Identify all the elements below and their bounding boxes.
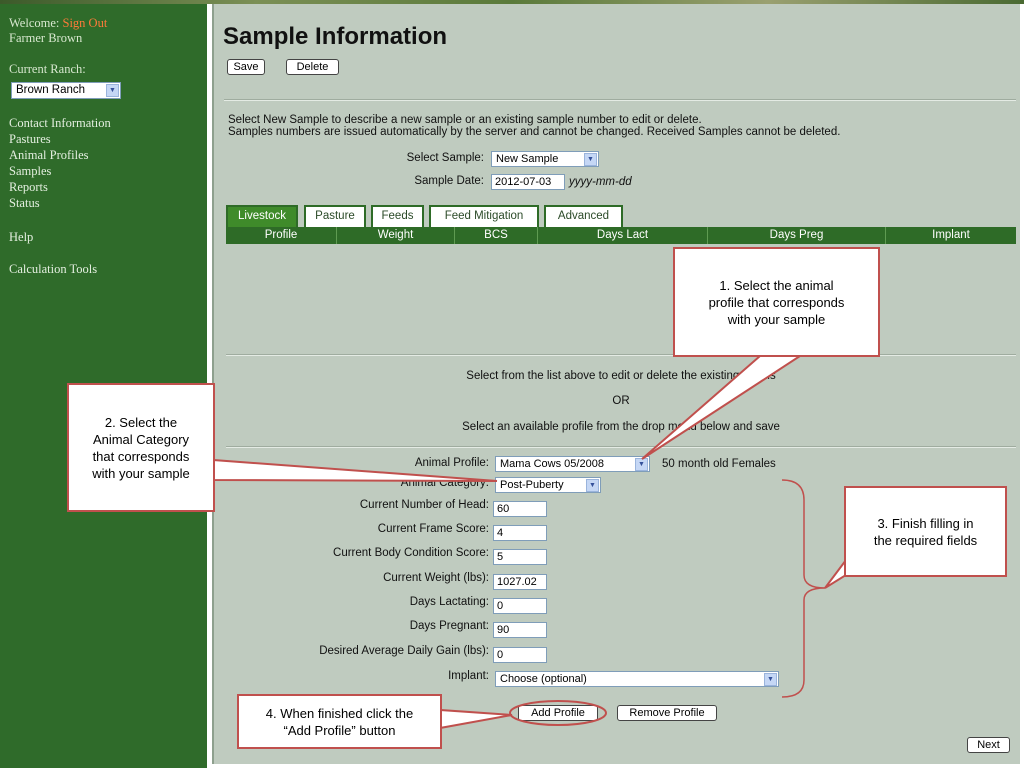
callout-3-text: 3. Finish filling in the required fields — [873, 515, 978, 548]
sidebar-item-reports[interactable]: Reports — [9, 180, 48, 194]
column-header-weight: Weight — [337, 227, 455, 244]
frame-score-input[interactable]: 4 — [493, 525, 547, 541]
current-weight-label: Current Weight (lbs): — [383, 572, 489, 584]
instruction-line-2: Select an available profile from the dro… — [462, 421, 780, 433]
select-sample-label: Select Sample: — [406, 152, 484, 164]
daily-gain-input[interactable]: 0 — [493, 647, 547, 663]
animal-profile-label: Animal Profile: — [414, 457, 489, 469]
top-banner-strip — [0, 0, 1024, 4]
callout-1: 1. Select the animal profile that corres… — [673, 247, 880, 357]
sample-date-label: Sample Date: — [414, 175, 484, 187]
days-pregnant-input[interactable]: 90 — [493, 622, 547, 638]
tab-advanced[interactable]: Advanced — [544, 205, 623, 227]
callout-4-text: 4. When finished click the “Add Profile”… — [265, 705, 414, 738]
animal-profile-value: Mama Cows 05/2008 — [500, 458, 604, 470]
animal-profile-note: 50 month old Females — [662, 458, 776, 470]
animal-category-dropdown[interactable]: Post-Puberty ▼ — [495, 477, 601, 493]
frame-score-label: Current Frame Score: — [377, 523, 489, 535]
animal-profile-dropdown[interactable]: Mama Cows 05/2008 ▼ — [495, 456, 650, 472]
chevron-down-icon: ▼ — [586, 479, 599, 492]
days-pregnant-label: Days Pregnant: — [409, 620, 489, 632]
column-header-profile: Profile — [226, 227, 337, 244]
chevron-down-icon: ▼ — [764, 673, 777, 686]
column-header-implant: Implant — [932, 229, 970, 241]
page-title: Sample Information — [223, 23, 448, 50]
select-sample-value: New Sample — [496, 153, 559, 165]
instruction-or: OR — [612, 395, 630, 407]
callout-1-text: 1. Select the animal profile that corres… — [708, 277, 845, 327]
sidebar-item-status[interactable]: Status — [9, 196, 40, 210]
sidebar-item-calculation-tools[interactable]: Calculation Tools — [9, 262, 98, 276]
instruction-line-1: Select from the list above to edit or de… — [466, 370, 776, 382]
sidebar-item-help[interactable]: Help — [9, 230, 34, 244]
head-count-label: Current Number of Head: — [359, 499, 489, 511]
ranch-select-value: Brown Ranch — [16, 84, 86, 96]
tab-feed-mitigation[interactable]: Feed Mitigation — [429, 205, 539, 227]
tab-pasture[interactable]: Pasture — [304, 205, 366, 227]
chevron-down-icon: ▼ — [584, 153, 597, 166]
sidebar-item-contact-information[interactable]: Contact Information — [9, 116, 111, 130]
sample-date-hint: yyyy-mm-dd — [569, 176, 632, 188]
days-lactating-input[interactable]: 0 — [493, 598, 547, 614]
callout-4: 4. When finished click the “Add Profile”… — [237, 694, 442, 749]
head-count-input[interactable]: 60 — [493, 501, 547, 517]
column-header-days-lact: Days Lact — [538, 227, 708, 244]
main-panel — [212, 4, 1020, 764]
sidebar-item-animal-profiles[interactable]: Animal Profiles — [9, 148, 89, 162]
add-profile-button[interactable]: Add Profile — [518, 705, 598, 721]
current-weight-input[interactable]: 1027.02 — [493, 574, 547, 590]
select-sample-dropdown[interactable]: New Sample ▼ — [491, 151, 599, 167]
chevron-down-icon: ▼ — [635, 458, 648, 471]
next-button[interactable]: Next — [967, 737, 1010, 753]
ranch-select[interactable]: Brown Ranch ▼ — [11, 82, 121, 99]
column-header-bcs: BCS — [455, 227, 538, 244]
animal-category-value: Post-Puberty — [500, 479, 564, 491]
info-line-1: Select New Sample to describe a new samp… — [228, 114, 702, 126]
user-name: Farmer Brown — [9, 31, 83, 45]
sign-out-link[interactable]: Sign Out — [62, 16, 108, 30]
implant-value: Choose (optional) — [500, 673, 587, 685]
days-lactating-label: Days Lactating: — [409, 596, 489, 608]
body-condition-input[interactable]: 5 — [493, 549, 547, 565]
current-ranch-label: Current Ranch: — [9, 62, 86, 76]
chevron-down-icon: ▼ — [106, 84, 119, 97]
divider — [226, 354, 1016, 356]
animal-category-label: Animal Category: — [400, 477, 489, 489]
implant-label: Implant: — [448, 670, 489, 682]
divider — [226, 446, 1016, 448]
delete-button[interactable]: Delete — [286, 59, 339, 75]
implant-dropdown[interactable]: Choose (optional) ▼ — [495, 671, 779, 687]
sidebar-item-pastures[interactable]: Pastures — [9, 132, 51, 146]
livestock-table-header: Profile Weight BCS Days Lact Days Preg I… — [226, 227, 1016, 244]
save-button[interactable]: Save — [227, 59, 265, 75]
info-line-2: Samples numbers are issued automatically… — [228, 126, 841, 138]
callout-2-text: 2. Select the Animal Category that corre… — [92, 414, 190, 481]
daily-gain-label: Desired Average Daily Gain (lbs): — [319, 645, 489, 657]
body-condition-label: Current Body Condition Score: — [333, 547, 489, 559]
callout-3: 3. Finish filling in the required fields — [844, 486, 1007, 577]
divider — [224, 99, 1016, 101]
callout-2: 2. Select the Animal Category that corre… — [67, 383, 215, 512]
welcome-label: Welcome: — [9, 16, 60, 30]
sidebar-item-samples[interactable]: Samples — [9, 164, 52, 178]
remove-profile-button[interactable]: Remove Profile — [617, 705, 717, 721]
tab-livestock[interactable]: Livestock — [226, 205, 298, 227]
tab-feeds[interactable]: Feeds — [371, 205, 424, 227]
sample-date-input[interactable]: 2012-07-03 — [491, 174, 565, 190]
welcome-line: Welcome: Sign Out — [9, 16, 107, 31]
column-header-days-preg: Days Preg — [708, 227, 886, 244]
